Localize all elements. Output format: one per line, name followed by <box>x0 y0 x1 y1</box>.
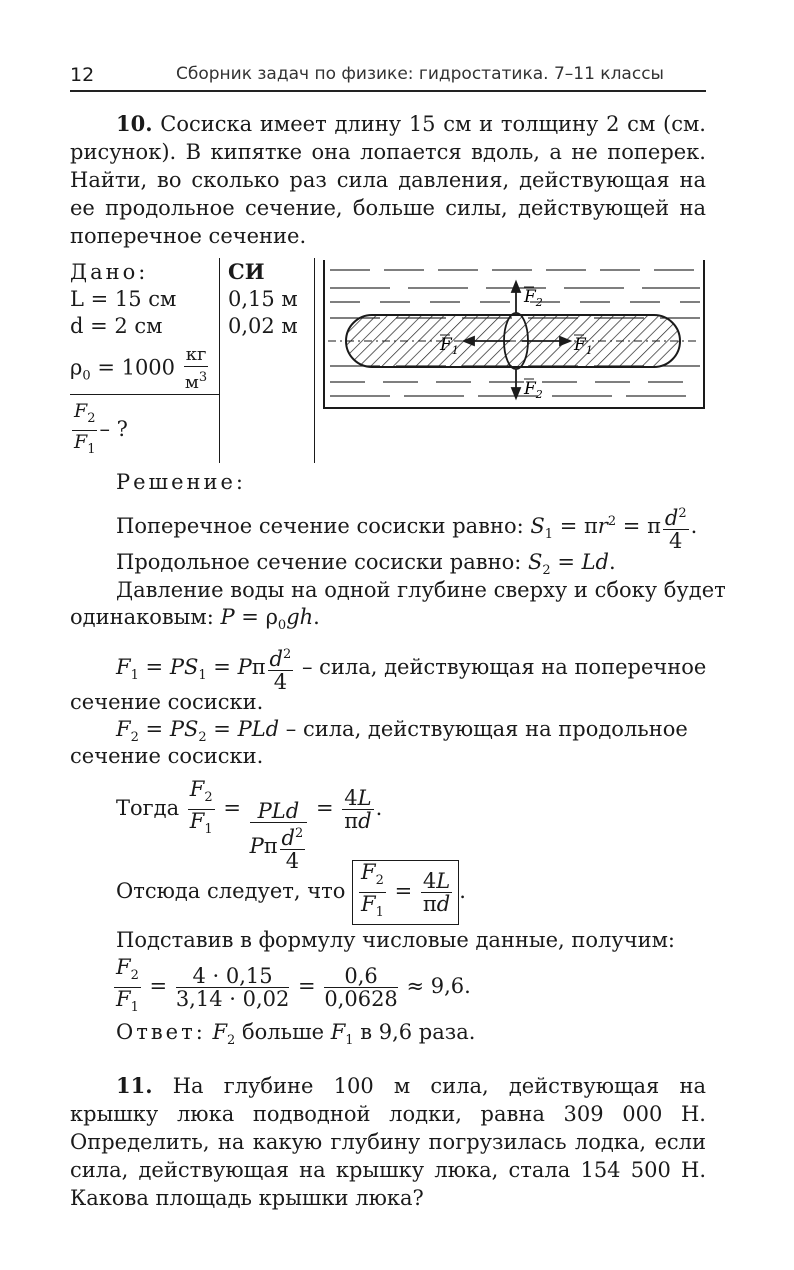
si-heading: СИ <box>228 259 265 284</box>
si-length: 0,15 м <box>228 287 298 311</box>
label-f1-right: F1 <box>573 335 593 357</box>
given-si-separator <box>219 258 220 463</box>
vessel <box>323 260 705 409</box>
problem-10-number: 10. <box>116 111 153 136</box>
solution-line-3a: Давление воды на одной глубине сверху и … <box>116 578 726 602</box>
solution-heading: Решение: <box>116 470 247 494</box>
sausage-figure: F2 F1 F1 F2 <box>323 260 705 409</box>
problem-10-text: Сосиска имеет длину 15 см и толщину 2 см… <box>70 112 706 248</box>
page-number: 12 <box>70 64 95 86</box>
label-f1-left: F1 <box>439 335 459 357</box>
answer-line: Ответ: F2 больше F1 в 9,6 раза. <box>116 1020 476 1049</box>
given-diameter: d = 2 см <box>70 314 163 338</box>
header-divider <box>70 90 706 92</box>
problem-11-number: 11. <box>116 1073 153 1098</box>
given-figure-separator <box>314 258 315 463</box>
force-arrows <box>461 279 573 401</box>
given-heading: Дано: <box>70 260 149 284</box>
running-title: Сборник задач по физике: гидростатика. 7… <box>176 64 664 84</box>
solution-line-4b: сечение сосиски. <box>70 690 264 714</box>
solution-line-1: Поперечное сечение сосиски равно: S1 = π… <box>116 503 697 552</box>
solution-line-3b: одинаковым: P = ρ0gh. <box>70 605 320 634</box>
vector-bars <box>440 286 584 380</box>
given-length: L = 15 см <box>70 287 177 311</box>
given-block: Дано: СИ L = 15 см 0,15 м d = 2 см 0,02 … <box>70 258 320 463</box>
solution-line-2: Продольное сечение сосиски равно: S2 = L… <box>116 550 616 579</box>
given-divider <box>70 394 220 395</box>
problem-11-text: На глубине 100 м сила, действующая на кр… <box>70 1074 706 1210</box>
solution-line-5b: сечение сосиски. <box>70 744 264 768</box>
label-f2-bottom: F2 <box>523 379 543 401</box>
solution-line-5: F2 = PS2 = PLd – сила, действующая на пр… <box>116 717 688 746</box>
problem-10: 10. Сосиска имеет длину 15 см и толщину … <box>70 110 706 250</box>
solution-substitute: Подставив в формулу числовые данные, пол… <box>116 928 676 952</box>
problem-11: 11. На глубине 100 м сила, действующая н… <box>70 1072 706 1212</box>
si-diameter: 0,02 м <box>228 314 298 338</box>
label-f2-top: F2 <box>523 287 543 309</box>
